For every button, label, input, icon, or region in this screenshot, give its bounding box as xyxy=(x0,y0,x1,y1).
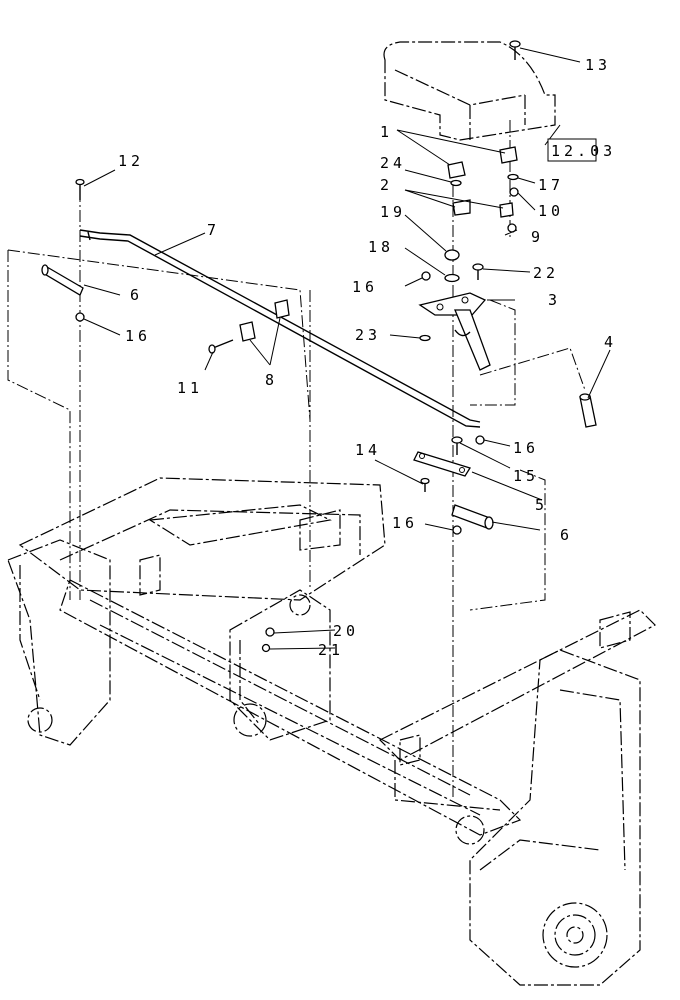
callout-10: 10 xyxy=(538,202,564,220)
handle-grip-part-4 xyxy=(579,393,597,428)
sleeve-part-6-upper xyxy=(41,264,84,296)
callout-12: 12 xyxy=(118,152,144,170)
tractor-frame-outline xyxy=(7,477,656,986)
fasteners xyxy=(75,40,521,653)
callout-11: 11 xyxy=(177,379,203,397)
callout-2: 2 xyxy=(380,176,393,194)
callout-7: 7 xyxy=(207,221,220,239)
callout-21: 21 xyxy=(318,641,344,659)
callout-24: 24 xyxy=(380,154,406,172)
callout-16-right: 16 xyxy=(352,278,378,296)
callout-14: 14 xyxy=(355,441,381,459)
callout-17: 17 xyxy=(538,176,564,194)
callout-19: 19 xyxy=(380,203,406,221)
callout-16-lower: 16 xyxy=(392,514,418,532)
callout-6-upper: 6 xyxy=(130,286,143,304)
sleeve-part-6-lower xyxy=(451,504,494,530)
callout-3: 3 xyxy=(548,291,561,309)
clip-bracket-part-8 xyxy=(239,299,290,342)
callout-8: 8 xyxy=(265,371,278,389)
clip-part-2 xyxy=(452,199,514,218)
callout-4: 4 xyxy=(604,333,617,351)
callout-1: 1 xyxy=(380,123,393,141)
callout-16-left: 16 xyxy=(125,327,151,345)
callout-20: 20 xyxy=(333,622,359,640)
callout-9: 9 xyxy=(531,228,544,246)
callout-15: 15 xyxy=(513,467,539,485)
link-bar-part-5 xyxy=(413,451,471,477)
seat-outline xyxy=(383,41,556,141)
lever-plate-part-3 xyxy=(418,292,491,371)
leader-lines xyxy=(83,47,611,650)
phantom-reference-lines xyxy=(7,120,586,800)
callout-18: 18 xyxy=(368,238,394,256)
callout-23: 23 xyxy=(355,326,381,344)
control-rod-part-7 xyxy=(79,229,481,428)
callout-6-lower: 6 xyxy=(560,526,573,544)
cross-reference-box: 12.03 xyxy=(547,138,616,162)
callout-16-mid: 16 xyxy=(513,439,539,457)
callout-5: 5 xyxy=(535,496,548,514)
bracket-part-1 xyxy=(447,146,518,179)
callout-labels: 1 24 2 19 18 16 23 13 17 10 9 22 3 4 16 … xyxy=(118,56,617,659)
callout-13: 13 xyxy=(585,56,611,74)
callout-22: 22 xyxy=(533,264,559,282)
reference-box-label: 12.03 xyxy=(551,142,616,160)
